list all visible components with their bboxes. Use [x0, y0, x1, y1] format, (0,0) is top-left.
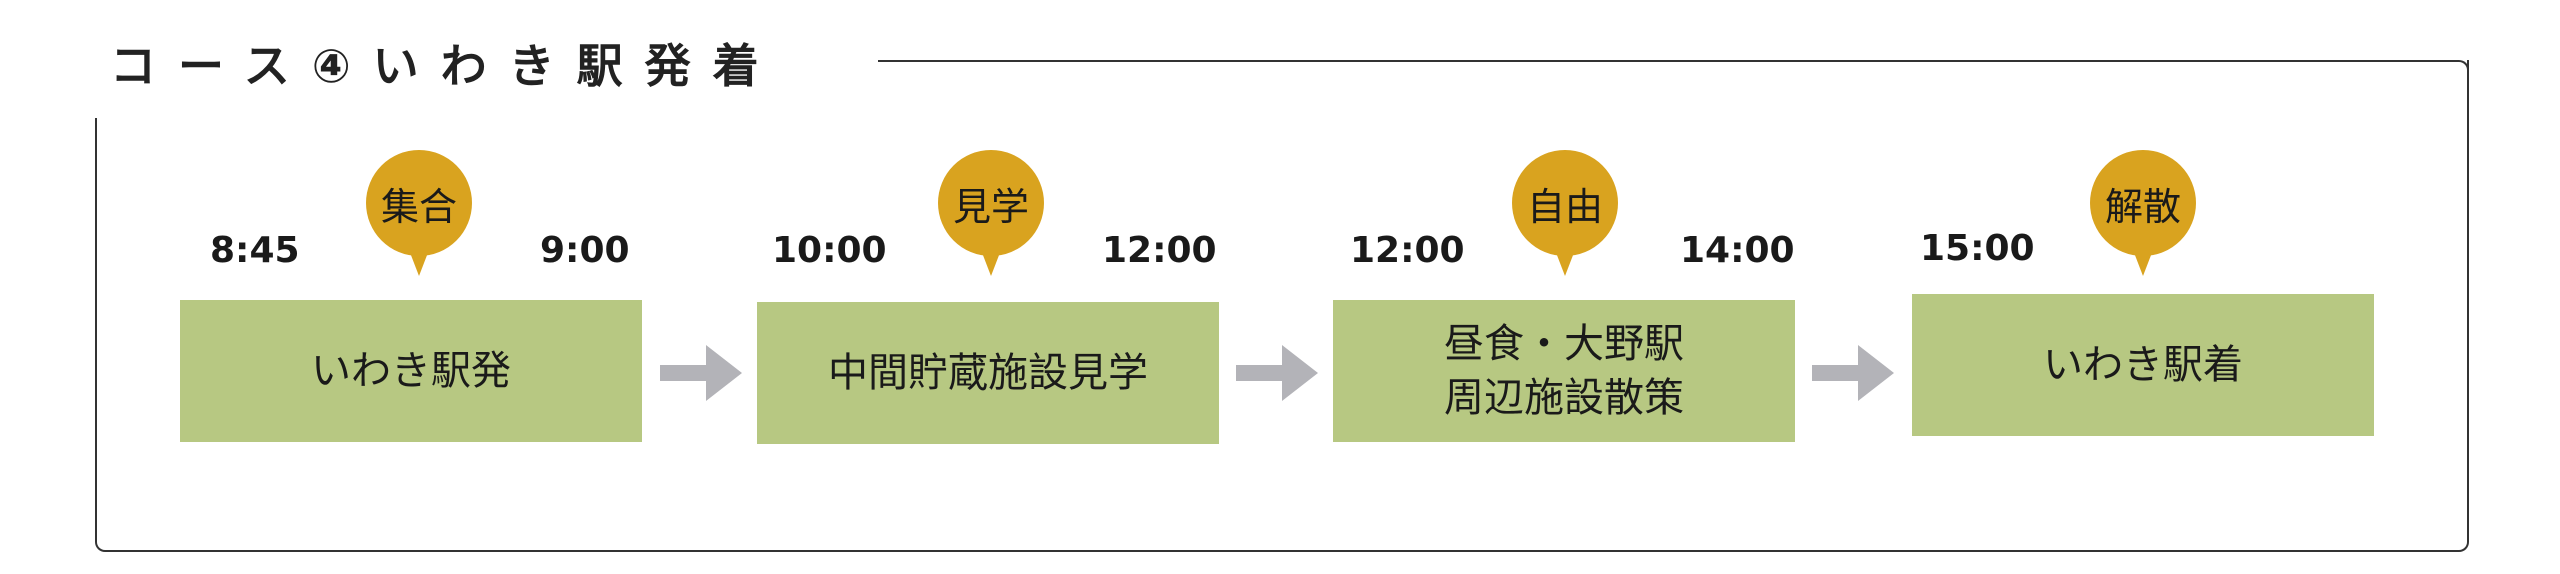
pin-dismissal: 解散 — [2090, 150, 2196, 276]
time-end: 14:00 — [1680, 230, 1795, 271]
step-box-lunch-stroll: 昼食・大野駅 周辺施設散策 — [1333, 300, 1795, 442]
pin-label: 解散 — [2104, 184, 2181, 229]
time-start: 15:00 — [1920, 228, 2035, 269]
time-start: 8:45 — [210, 230, 300, 271]
step-box-facility-tour: 中間貯蔵施設見学 — [757, 302, 1219, 444]
arrow-right-icon — [1236, 345, 1318, 401]
step-box-departure: いわき駅発 — [180, 300, 642, 442]
pin-tour: 見学 — [938, 150, 1044, 276]
course-title: コース④いわき駅発着 — [110, 39, 781, 93]
title-backdrop — [93, 40, 878, 118]
course-frame — [95, 60, 2469, 552]
time-start: 10:00 — [772, 230, 887, 271]
time-start: 12:00 — [1350, 230, 1465, 271]
time-end: 9:00 — [540, 230, 630, 271]
arrow-right-icon — [660, 345, 742, 401]
pin-gathering: 集合 — [366, 150, 472, 276]
time-end: 12:00 — [1102, 230, 1217, 271]
pin-label: 自由 — [1526, 184, 1603, 229]
course-frame-top-line — [878, 60, 2469, 74]
step-box-arrival: いわき駅着 — [1912, 294, 2374, 436]
pin-free-time: 自由 — [1512, 150, 1618, 276]
pin-label: 見学 — [952, 184, 1029, 229]
pin-label: 集合 — [380, 184, 457, 229]
arrow-right-icon — [1812, 345, 1894, 401]
